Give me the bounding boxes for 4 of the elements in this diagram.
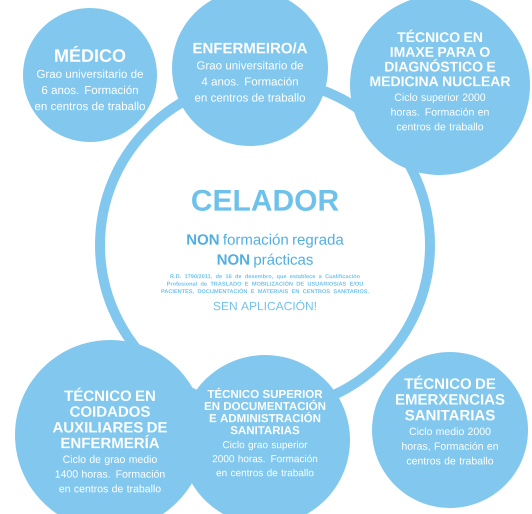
node-label: Ciclo de grao medio 1400 horas. Formación en centros de traballo: [56, 455, 165, 492]
node-label: TÉCNICO SUPERIOR EN DOCUMENTACIÓN E ADMINISTRACIÓN SANITARIAS: [204, 388, 326, 434]
node-label: Ciclo grao superior 2000 horas. Formación en centros de traballo: [212, 440, 318, 476]
node-label: TÉCNICO EN COIDADOS AUXILIARES DE ENFERMERÍA: [52, 388, 167, 448]
